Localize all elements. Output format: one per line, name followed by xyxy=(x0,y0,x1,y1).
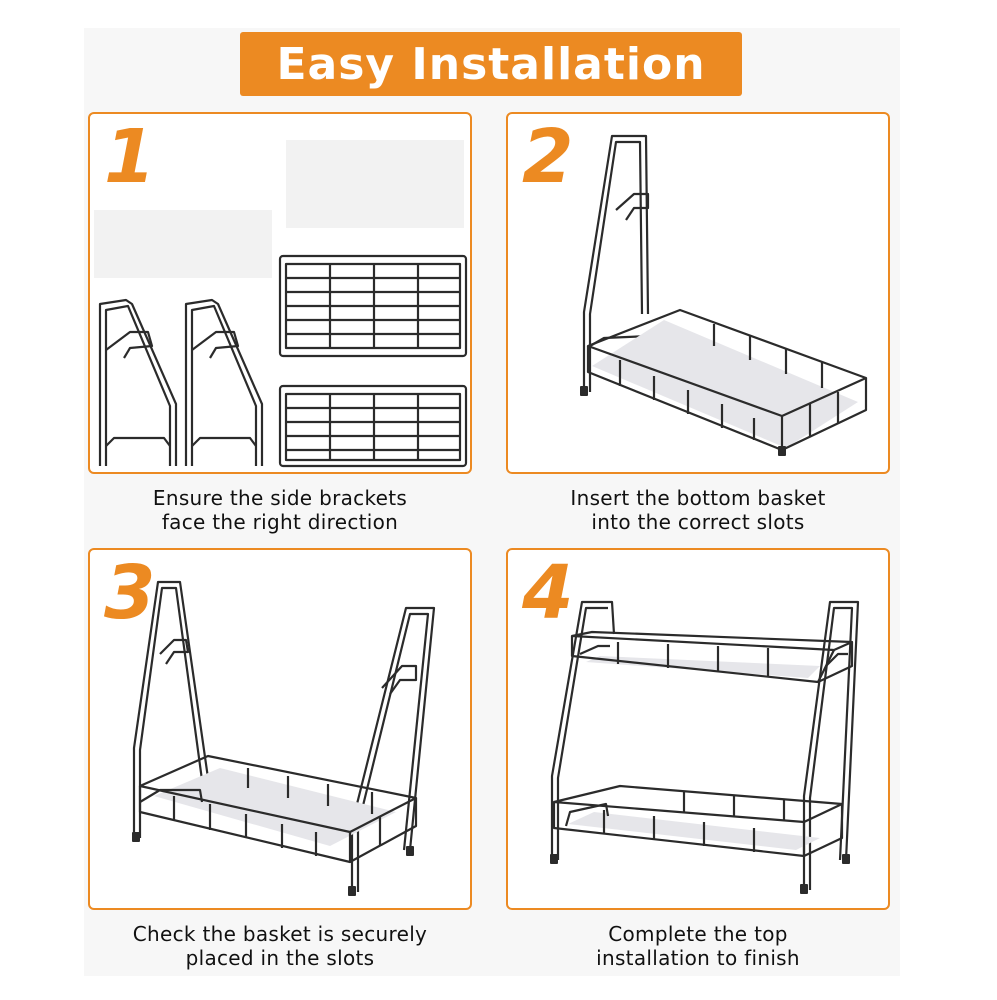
step-3-number: 3 xyxy=(104,550,156,636)
bottom-basket xyxy=(138,754,418,864)
side-bracket-right xyxy=(802,600,860,890)
step-3-caption: Check the basket is securely placed in t… xyxy=(132,922,428,970)
foot xyxy=(132,832,140,842)
step-2-illustration xyxy=(580,134,868,456)
step-1-caption: Ensure the side brackets face the right … xyxy=(152,486,408,534)
side-bracket xyxy=(582,134,650,392)
step-4-number: 4 xyxy=(522,550,574,636)
side-bracket-left xyxy=(550,600,616,860)
blank-label-area xyxy=(286,140,464,228)
foot xyxy=(348,886,356,896)
step-4-caption: Complete the top installation to finish xyxy=(596,922,800,970)
basket-top xyxy=(278,254,468,358)
foot xyxy=(800,884,808,894)
foot xyxy=(406,846,414,856)
blank-label-area xyxy=(94,210,272,278)
bottom-basket xyxy=(552,784,844,858)
basket-bottom xyxy=(278,384,468,468)
foot xyxy=(550,854,558,864)
step-1-illustration xyxy=(98,254,468,468)
page-title: Easy Installation xyxy=(276,38,706,90)
foot xyxy=(778,446,786,456)
step-4-panel: 4 xyxy=(506,548,890,910)
foot xyxy=(842,854,850,864)
bottom-basket xyxy=(586,308,868,452)
step-2-number: 2 xyxy=(522,114,574,200)
side-bracket-left xyxy=(132,580,210,838)
step-2-caption: Insert the bottom basket into the correc… xyxy=(570,486,826,534)
step-2-panel: 2 xyxy=(506,112,890,474)
top-basket xyxy=(570,630,854,684)
step-1-number: 1 xyxy=(104,114,156,200)
side-bracket-right xyxy=(350,606,436,892)
side-bracket-left xyxy=(98,298,178,466)
title-banner: Easy Installation xyxy=(240,32,742,96)
step-3-illustration xyxy=(132,580,436,896)
side-bracket-right xyxy=(184,298,264,466)
step-4-illustration xyxy=(550,600,860,894)
step-3-panel: 3 xyxy=(88,548,472,910)
foot xyxy=(580,386,588,396)
step-1-panel: 1 xyxy=(88,112,472,474)
